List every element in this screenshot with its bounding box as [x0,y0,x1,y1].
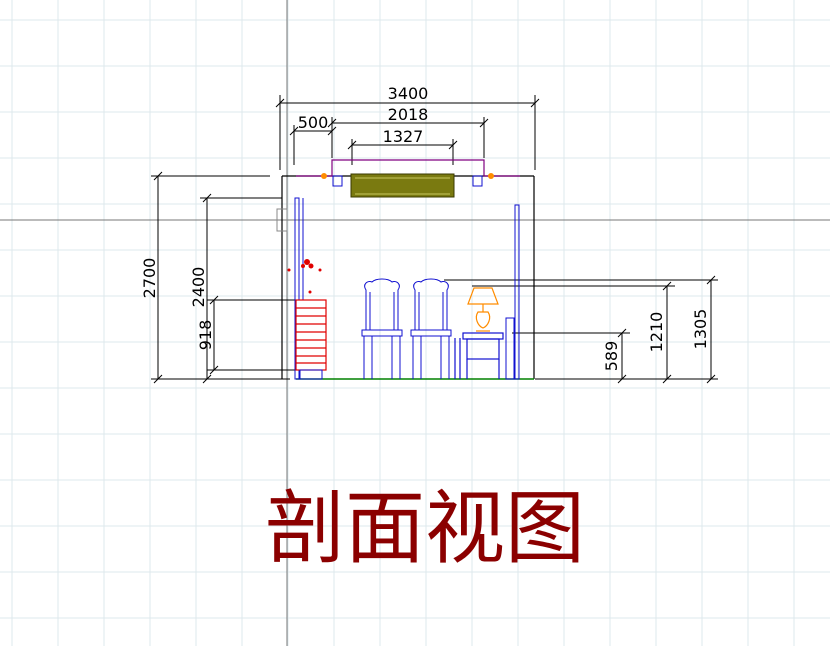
chandelier-pattern [355,177,450,195]
side-table [454,332,504,379]
drawer-cabinet [295,299,327,371]
wall-panel-right [505,204,520,380]
dimension-top-inner [327,117,489,158]
dimension-left-cabinet-label: 918 [196,320,215,351]
dimension-left-door-label: 2400 [189,267,208,308]
dimension-top-offset [289,125,337,165]
dimension-top-offset-label: 500 [298,113,329,132]
dimension-left-cabinet [207,295,296,375]
chandelier-icon [350,173,455,198]
cabinet-base [299,369,323,380]
dimension-left-height [151,171,290,384]
table-lamp-icon [467,287,499,332]
dining-chair-left [361,278,403,379]
drawing-title: 剖面视图 [265,482,585,575]
dimension-top-inner-label: 2018 [388,105,429,124]
vent-icon [332,175,483,187]
dimension-right-table-label: 589 [602,341,621,372]
ceiling-light-icon [321,173,494,179]
dimension-top-overall [275,95,540,170]
flower-decoration-icon [287,259,322,294]
dimension-top-overall-label: 3400 [388,84,429,103]
dimension-right-lamp [472,281,675,384]
dimension-top-chandelier [347,139,458,165]
dining-chair-right [410,278,452,379]
dimension-right-overall [444,275,718,384]
dimension-right-overall-label: 1305 [691,309,710,350]
dimension-left-height-label: 2700 [140,258,159,299]
dimension-right-table [512,328,630,384]
dimension-left-door [200,193,282,384]
dimension-top-chandelier-label: 1327 [383,127,424,146]
dimension-right-lamp-label: 1210 [647,312,666,353]
wall-panel-left [276,197,304,380]
